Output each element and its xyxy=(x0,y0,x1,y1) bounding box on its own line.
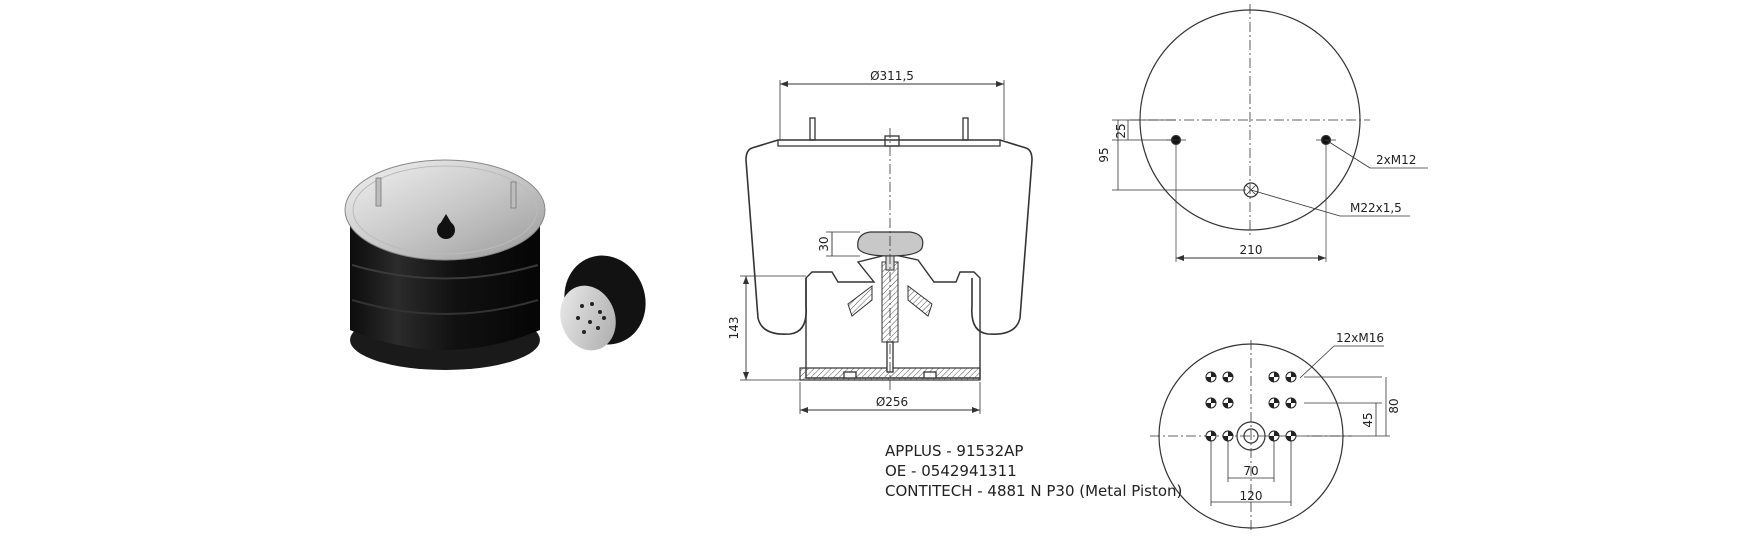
bolt-hole-mark xyxy=(1228,372,1233,377)
bolt-hole-mark xyxy=(1206,377,1211,382)
air-spring-photo xyxy=(344,159,546,370)
port-callout: M22x1,5 xyxy=(1350,201,1402,215)
dim-80: 80 xyxy=(1387,398,1401,413)
bolt-hole-mark xyxy=(1274,398,1279,403)
dim-bottom-diameter: Ø256 xyxy=(876,395,908,409)
metal-piston-photo xyxy=(560,255,646,351)
bolt-hole-mark xyxy=(1228,398,1233,403)
bolt-hole-mark xyxy=(1211,398,1216,403)
bolt-hole-mark xyxy=(1211,431,1216,436)
dim-stud-spacing: 210 xyxy=(1240,243,1263,257)
bolt-hole-mark xyxy=(1274,431,1279,436)
dim-height: 143 xyxy=(727,317,741,340)
product-info: APPLUS - 91532AP OE - 0542941311 CONTITE… xyxy=(885,441,1182,501)
contitech-reference: CONTITECH - 4881 N P30 (Metal Piston) xyxy=(885,482,1183,500)
dim-45: 45 xyxy=(1361,412,1375,427)
bolt-hole-mark xyxy=(1206,436,1211,441)
top-plate-view xyxy=(1112,4,1428,262)
bolt-hole-mark xyxy=(1286,377,1291,382)
bolt-hole-mark xyxy=(1223,436,1228,441)
bolt-hole-mark xyxy=(1223,403,1228,408)
oe-number: OE - 0542941311 xyxy=(885,462,1017,480)
bolt-hole-mark xyxy=(1291,431,1296,436)
bolt-hole-mark xyxy=(1291,372,1296,377)
bolt-hole-mark xyxy=(1206,403,1211,408)
side-section-view xyxy=(740,80,1033,414)
bottom-view-dims xyxy=(1210,345,1390,506)
dim-offset-25: 25 xyxy=(1114,123,1128,138)
dim-piston-offset: 30 xyxy=(817,236,831,251)
bolt-hole-mark xyxy=(1269,436,1274,441)
dim-top-diameter: Ø311,5 xyxy=(870,69,914,83)
bolt-hole-mark xyxy=(1269,377,1274,382)
bolt-hole-mark xyxy=(1269,403,1274,408)
holes-callout: 12xM16 xyxy=(1336,331,1384,345)
bolt-hole-mark xyxy=(1228,431,1233,436)
bolt-hole-mark xyxy=(1291,398,1296,403)
bolt-hole-mark xyxy=(1223,377,1228,382)
bolt-hole-mark xyxy=(1274,372,1279,377)
dim-120: 120 xyxy=(1240,489,1263,503)
dim-70: 70 xyxy=(1243,464,1258,478)
stud-callout: 2xM12 xyxy=(1376,153,1416,167)
dim-offset-95: 95 xyxy=(1097,147,1111,162)
bolt-hole-mark xyxy=(1211,372,1216,377)
bolt-hole-mark xyxy=(1286,436,1291,441)
product-code: APPLUS - 91532AP xyxy=(885,442,1024,460)
bolt-hole-mark xyxy=(1286,403,1291,408)
